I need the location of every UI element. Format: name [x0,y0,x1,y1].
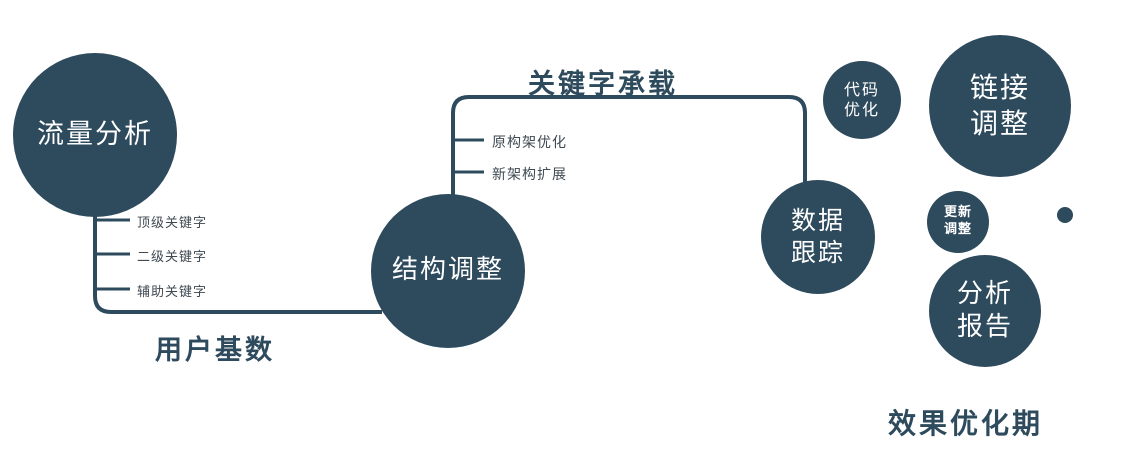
node-link-adjustment: 链接 调整 [929,35,1071,177]
edge-label-keyword-bearing: 关键字承载 [528,69,678,100]
footer-effect-optimization-period: 效果优化期 [888,407,1044,440]
node-analysis-report: 分析 报告 [929,255,1041,367]
node-analysis-report-line2: 报告 [956,312,1013,342]
edge-traffic-to-structure [93,200,382,314]
node-analysis-report-line1: 分析 [956,278,1013,309]
branch-label-auxiliary-keywords: 辅助关键字 [137,285,208,300]
branch-label-new-architecture: 新架构扩展 [492,167,567,183]
node-data-tracking-line1: 数据 [790,206,845,235]
node-code-optimization-line1: 代码 [843,79,880,99]
node-update-adjustment-line2: 调整 [943,222,972,237]
node-code-optimization: 代码 优化 [823,61,901,139]
node-structure-adjustment-label: 结构调整 [391,255,504,286]
branch-label-top-keywords: 顶级关键字 [137,216,208,231]
edge-label-user-base: 用户基数 [155,335,275,366]
node-structure-adjustment: 结构调整 [371,194,525,348]
node-traffic-analysis-label: 流量分析 [37,118,153,150]
node-data-tracking: 数据 跟踪 [761,180,875,294]
branch-label-second-keywords: 二级关键字 [137,250,208,265]
node-link-adjustment-line2: 调整 [969,107,1030,140]
node-update-adjustment-line1: 更新 [943,205,972,221]
node-code-optimization-line2: 优化 [843,100,880,119]
node-traffic-analysis: 流量分析 [13,53,177,217]
node-link-adjustment-line1: 链接 [969,71,1030,105]
node-data-tracking-line2: 跟踪 [790,238,845,267]
decorative-dot [1057,207,1073,223]
node-update-adjustment: 更新 调整 [927,191,989,253]
branch-label-original-architecture: 原构架优化 [492,135,567,151]
edge-structure-to-tracking [451,95,807,200]
